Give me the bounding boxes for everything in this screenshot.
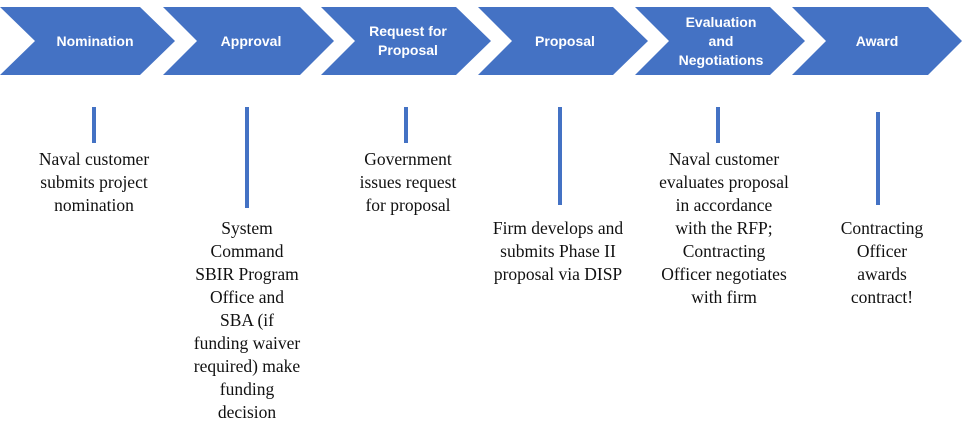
step-label-approval: Approval xyxy=(220,32,282,49)
connector-request-for-proposal xyxy=(404,107,408,143)
connector-proposal xyxy=(558,107,562,205)
chevron-request-for-proposal xyxy=(321,7,491,75)
step-description-approval: System Command SBIR Program Office and S… xyxy=(193,218,301,422)
chevron-nomination xyxy=(0,7,175,75)
step-label-award: Award xyxy=(855,32,899,49)
chevron-approval xyxy=(163,7,334,75)
step-label-nomination: Nomination xyxy=(56,32,134,49)
connector-award xyxy=(876,112,880,205)
step-description-evaluation-and-negotiations: Naval customer evaluates proposal in acc… xyxy=(659,149,789,307)
connector-evaluation-and-negotiations xyxy=(716,107,720,143)
chevron-award xyxy=(792,7,962,75)
connector-approval xyxy=(245,107,249,208)
step-description-request-for-proposal: Government issues request for proposal xyxy=(359,149,457,215)
step-label-request-for-proposal: Request for Proposal xyxy=(369,23,447,58)
step-description-proposal: Firm develops and submits Phase II propo… xyxy=(492,218,624,284)
step-label-evaluation-and-negotiations: Evaluation and Negotiations xyxy=(678,13,764,68)
chevron-proposal xyxy=(478,7,648,75)
step-label-proposal: Proposal xyxy=(535,32,595,49)
chevron-evaluation-and-negotiations xyxy=(635,7,805,75)
process-chevrons xyxy=(0,7,962,75)
step-description-nomination: Naval customer submits project nominatio… xyxy=(38,149,150,215)
connector-nomination xyxy=(92,107,96,143)
step-description-award: Contracting Officer awards contract! xyxy=(840,218,924,307)
